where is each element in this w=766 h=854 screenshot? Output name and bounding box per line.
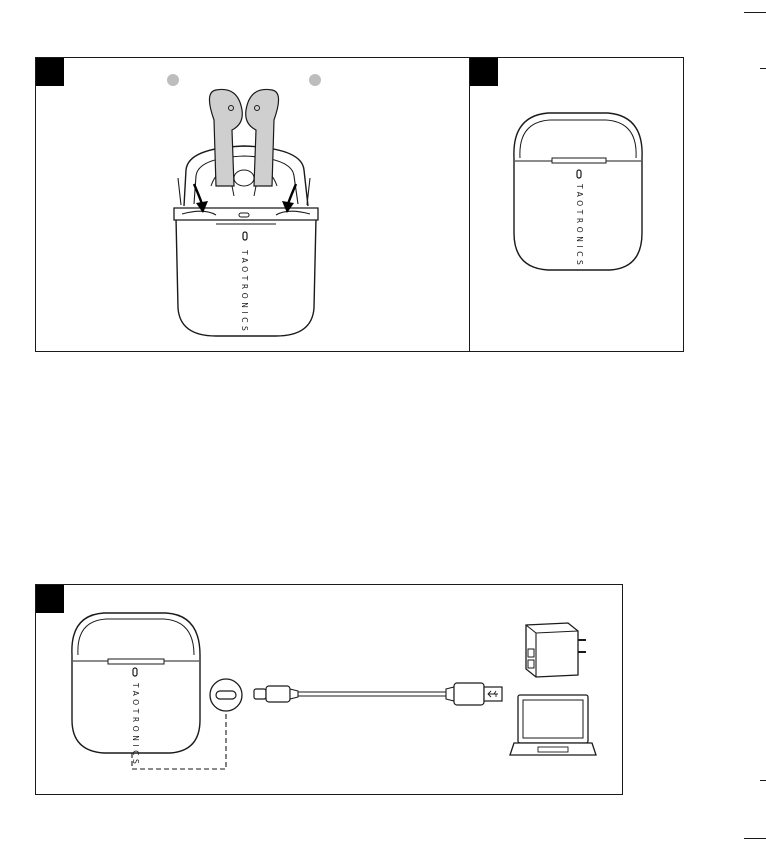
case-wordmark: TAOTRONICS bbox=[575, 183, 584, 268]
crop-mark-right-upper bbox=[760, 68, 766, 69]
charging-illustration: TAOTRONICS bbox=[36, 585, 624, 796]
right-indicator-dot bbox=[309, 74, 321, 86]
figure-insert-earbuds: TAOTRONICS bbox=[35, 57, 470, 352]
crop-mark-top-right bbox=[744, 12, 766, 13]
closed-case-illustration: TAOTRONICS bbox=[470, 58, 685, 353]
usb-a-plug bbox=[446, 683, 502, 705]
charging-cable bbox=[298, 692, 446, 696]
case-wordmark: TAOTRONICS bbox=[240, 249, 249, 334]
crop-mark-right-lower bbox=[760, 780, 766, 781]
crop-mark-bottom-right bbox=[744, 838, 766, 839]
laptop-illustration bbox=[510, 695, 596, 755]
figure-case-closed: TAOTRONICS bbox=[469, 57, 684, 352]
wall-adapter-illustration bbox=[526, 623, 586, 677]
usb-c-port-callout bbox=[210, 679, 242, 711]
charging-case-illustration: TAOTRONICS bbox=[72, 613, 200, 767]
left-indicator-dot bbox=[167, 74, 179, 86]
open-case-with-earbuds-illustration: TAOTRONICS bbox=[36, 58, 471, 353]
usb-c-plug bbox=[254, 686, 298, 702]
figure-charging: TAOTRONICS bbox=[35, 584, 623, 795]
